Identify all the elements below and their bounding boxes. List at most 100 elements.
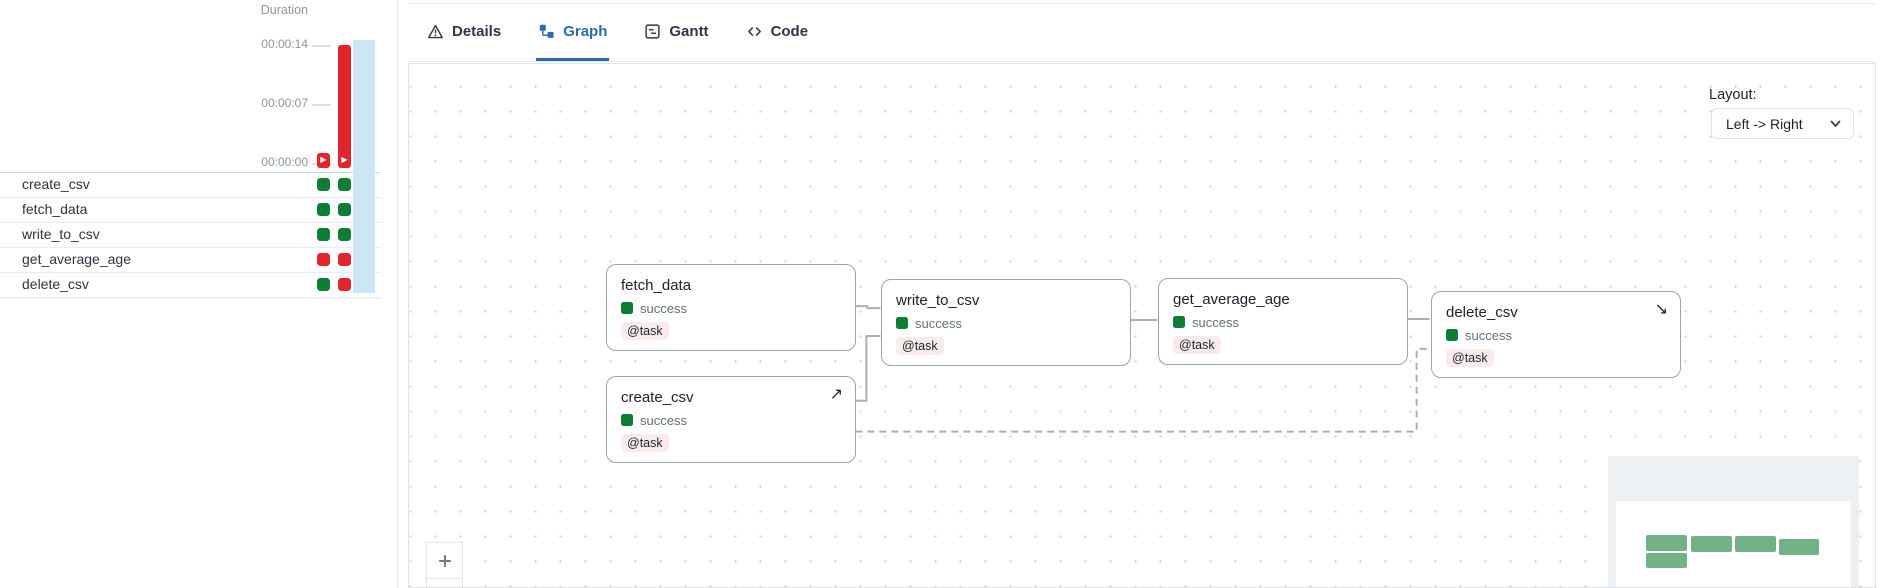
node-title: get_average_age <box>1173 291 1290 308</box>
minimap[interactable] <box>1608 456 1859 587</box>
zoom-out-button[interactable] <box>426 579 463 587</box>
panel-top-divider <box>408 3 1876 4</box>
plus-icon <box>438 554 451 567</box>
task-decorator-badge: @task <box>1446 349 1494 367</box>
minimap-node-get_average_age <box>1735 536 1776 552</box>
node-status: success <box>1446 327 1666 343</box>
play-icon: ▶ <box>341 155 348 164</box>
chevron-down-icon <box>1830 120 1841 127</box>
graph-zoom-controls <box>426 542 463 587</box>
duration-tick-line <box>312 45 331 47</box>
task-row-get_average_age[interactable]: get_average_age <box>0 248 381 273</box>
node-status: success <box>621 300 841 316</box>
node-title: create_csv <box>621 389 694 406</box>
node-state: success <box>640 300 687 316</box>
layout-direction-select[interactable]: Left -> Right <box>1711 108 1854 139</box>
task-decorator-badge: @task <box>896 337 944 355</box>
task-instance-success[interactable] <box>317 203 330 216</box>
edge-create_csv-to-write_to_csv <box>855 334 881 402</box>
task-instance-success[interactable] <box>338 203 351 216</box>
main-panel: Details Graph Gantt Code Layout: Left ->… <box>398 0 1876 588</box>
tab-gantt[interactable]: Gantt <box>642 4 710 61</box>
duration-tick-label: 00:00:14 <box>261 37 308 51</box>
task-instance-success[interactable] <box>338 228 351 241</box>
status-success-icon <box>1173 316 1185 328</box>
node-title: write_to_csv <box>896 292 980 309</box>
tab-code[interactable]: Code <box>744 4 811 61</box>
tab-details[interactable]: Details <box>425 4 503 61</box>
tab-label: Details <box>452 22 502 40</box>
task-name: get_average_age <box>22 251 131 267</box>
task-decorator-badge: @task <box>621 434 669 452</box>
tab-label: Code <box>770 22 809 40</box>
tab-graph[interactable]: Graph <box>536 4 610 61</box>
node-title: delete_csv <box>1446 304 1518 321</box>
tab-bar: Details Graph Gantt Code <box>408 4 1876 62</box>
node-status: success <box>896 315 1116 331</box>
task-row-delete_csv[interactable]: delete_csv <box>0 273 381 298</box>
minimap-node-fetch_data <box>1646 535 1687 551</box>
arrow-ne-icon: ↗ <box>829 384 843 403</box>
edge-layer <box>855 305 1430 433</box>
task-instance-success[interactable] <box>317 278 330 291</box>
node-title: fetch_data <box>621 277 692 294</box>
node-state: success <box>640 412 687 428</box>
task-name: create_csv <box>22 176 90 192</box>
gantt-icon <box>645 23 660 39</box>
layout-label: Layout: <box>1709 87 1757 103</box>
task-instance-success[interactable] <box>338 178 351 191</box>
duration-tick-label: 00:00:00 <box>261 155 308 169</box>
task-row-fetch_data[interactable]: fetch_data <box>0 198 381 223</box>
node-state: success <box>915 315 962 331</box>
node-state: success <box>1192 314 1239 330</box>
duration-tick-label: 00:00:07 <box>261 96 308 110</box>
status-success-icon <box>896 317 908 329</box>
dag-run-bar-failed[interactable]: ▶ <box>317 153 330 168</box>
edge-create_csv-to-delete_csv <box>855 347 1430 433</box>
dag-run-bar-failed[interactable]: ▶ <box>338 45 351 168</box>
task-name: fetch_data <box>22 201 88 217</box>
task-name: write_to_csv <box>22 226 100 242</box>
task-instance-failed[interactable] <box>317 253 330 266</box>
duration-axis-title: Duration <box>260 3 308 17</box>
arrow-se-icon: ↘ <box>1654 299 1668 318</box>
minimap-node-delete_csv <box>1779 539 1819 555</box>
status-success-icon <box>621 414 633 426</box>
minimap-node-create_csv <box>1646 553 1687 568</box>
duration-tick-line <box>312 104 331 106</box>
task-name: delete_csv <box>22 276 89 292</box>
task-instance-failed[interactable] <box>338 253 351 266</box>
warning-icon <box>428 24 443 38</box>
play-icon: ▶ <box>320 155 327 164</box>
task-list: create_csv fetch_data write_to_csv get_aver… <box>0 172 381 298</box>
task-instance-success[interactable] <box>317 178 330 191</box>
task-instance-failed[interactable] <box>338 278 351 291</box>
node-status: success <box>1173 314 1393 330</box>
minimap-node-write_to_csv <box>1691 536 1732 552</box>
scrollbar-track[interactable] <box>1876 63 1886 588</box>
edge-fetch_data-to-write_to_csv <box>855 305 881 310</box>
selected-run-highlight <box>353 40 375 293</box>
node-state: success <box>1465 327 1512 343</box>
task-row-create_csv[interactable]: create_csv <box>0 173 381 198</box>
graph-icon <box>539 24 554 38</box>
tab-label: Gantt <box>669 22 709 40</box>
task-decorator-badge: @task <box>621 322 669 340</box>
task-instance-success[interactable] <box>317 228 330 241</box>
node-status: success <box>621 412 841 428</box>
code-icon <box>747 26 761 36</box>
status-success-icon <box>621 302 633 314</box>
zoom-in-button[interactable] <box>426 542 463 579</box>
task-row-write_to_csv[interactable]: write_to_csv <box>0 223 381 248</box>
status-success-icon <box>1446 329 1458 341</box>
layout-selected-value: Left -> Right <box>1726 115 1803 132</box>
tab-label: Graph <box>563 22 608 40</box>
